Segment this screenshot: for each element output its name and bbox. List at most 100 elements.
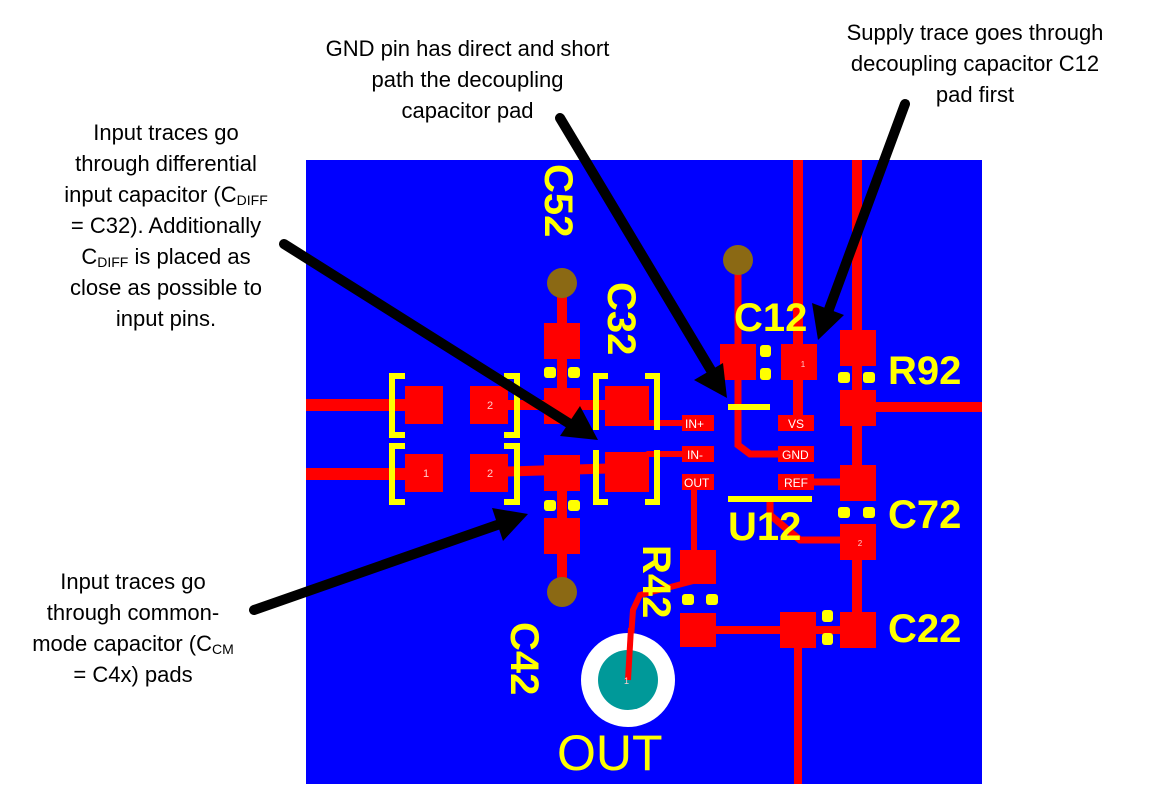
u12-pin-vs: [778, 415, 814, 431]
annotation-arrows: [249, 99, 910, 615]
annotation-cm-line-1: Input traces go: [60, 569, 206, 594]
via-c42: [547, 577, 577, 607]
silkscreen-dots: [544, 345, 875, 645]
annotation-diff-line-5-sub: DIFF: [97, 254, 129, 270]
c42-dot-1: [544, 500, 556, 511]
annotation-cm-line-2: through common-: [46, 600, 220, 625]
annotation-gnd-pin: GND pin has direct and short path the de…: [295, 33, 640, 126]
label-c72: C72: [888, 493, 961, 537]
trace-u12-c72: [766, 500, 857, 544]
connector-pad-number-top: 2: [487, 400, 493, 412]
connector-pad-number-bottom: 1: [423, 468, 429, 480]
annotation-cm-line-3-main: mode capacitor (C: [32, 631, 212, 656]
c52-dot-1: [544, 367, 556, 378]
pin-label-out: OUT: [684, 476, 710, 490]
copper-pads: [405, 323, 876, 648]
annotation-cm-line-3: mode capacitor (CCM: [0, 628, 266, 659]
testpoint-number: 1: [624, 676, 629, 686]
label-r92: R92: [888, 349, 961, 393]
annotation-supply-line-3: pad first: [935, 82, 1015, 107]
c42-pad-bottom: [544, 518, 580, 554]
c12-dot-1: [760, 345, 771, 357]
annotation-diff-line-2: through differential: [75, 151, 257, 176]
r92-dot-2: [863, 372, 875, 383]
annotation-gnd-line-3: capacitor pad: [401, 98, 534, 123]
silkscreen-outlines: [389, 373, 812, 505]
connector-outline-right-top: [504, 373, 520, 438]
u12-pin-gnd: [778, 446, 814, 462]
annotation-diff-line-4: = C32). Additionally: [70, 213, 262, 238]
u12-pin-in-minus: [682, 446, 714, 462]
via-c52: [547, 268, 577, 298]
c52-dot-2: [568, 367, 580, 378]
c32-outline-top-r: [645, 373, 660, 430]
connector-pad-1: [405, 454, 443, 492]
connector-pad-2: [405, 386, 443, 424]
c32-outline-bottom: [593, 450, 608, 505]
arrow-diff-shaft: [279, 239, 575, 429]
label-c52: C52: [536, 164, 580, 237]
annotation-diff-line-5-main: C: [81, 244, 98, 269]
pin-label-in-plus: IN+: [685, 417, 704, 431]
label-r42: R42: [634, 545, 678, 618]
c72-pad-top: [840, 465, 876, 501]
annotation-cm-line-4: = C4x) pads: [73, 662, 193, 687]
c72-pad-bottom: [840, 524, 876, 560]
arrow-cm-head: [492, 508, 528, 541]
connector-outline-bottom: [389, 443, 405, 505]
c12-pad-left: [720, 344, 756, 380]
annotation-diff-line-3-sub: DIFF: [236, 192, 268, 208]
pin-label-gnd: GND: [782, 448, 809, 462]
silkscreen-designators: C52 C32 C12 R92 C72 U12 R42 C22 C42 OUT: [502, 164, 961, 781]
connector-outline-top: [389, 373, 405, 438]
testpoint-trace: [625, 627, 634, 681]
label-out: OUT: [557, 725, 663, 781]
arrow-cm-shaft: [249, 519, 505, 615]
c72-dot-2: [863, 507, 875, 518]
r42-pad-bottom: [680, 613, 716, 647]
c22-dot-1: [822, 610, 833, 622]
arrow-gnd-head: [694, 363, 727, 398]
r92-dot-1: [838, 372, 850, 383]
annotation-supply-trace: Supply trace goes through decoupling cap…: [815, 17, 1135, 110]
annotation-diff-line-3-main: input capacitor (C: [64, 182, 237, 207]
annotation-diff-line-5: CDIFF is placed as: [20, 241, 312, 272]
annotation-input-cm: Input traces go through common- mode cap…: [0, 566, 266, 690]
resistor-pad-bottom: [470, 454, 508, 492]
c52-pad-top: [544, 323, 580, 359]
annotation-diff-line-6: close as possible to: [70, 275, 262, 300]
c42-pad-top: [544, 455, 580, 491]
annotation-gnd-line-1: GND pin has direct and short: [325, 36, 610, 61]
label-c42: C42: [502, 622, 546, 695]
c72-pad-number: 2: [858, 539, 863, 548]
label-c22: C22: [888, 607, 961, 651]
annotation-input-diff: Input traces go through differential inp…: [20, 117, 312, 334]
pin-label-vs: VS: [788, 417, 804, 431]
arrow-supply-shaft: [823, 99, 910, 317]
annotation-gnd-line-2: path the decoupling: [371, 67, 564, 92]
c32-outline-bottom-r: [645, 450, 660, 505]
annotation-supply-line-1: Supply trace goes through: [846, 20, 1104, 45]
pin-labels: IN+ IN- OUT VS GND REF: [684, 417, 809, 490]
u12-pin-ref: [778, 474, 814, 490]
r42-pad-top: [680, 550, 716, 584]
annotation-cm-line-3-sub: CM: [211, 641, 234, 657]
u12-pin-out: [682, 474, 714, 490]
u12-pin-in-plus: [682, 415, 714, 431]
resistor-pad-number-bottom: 2: [487, 468, 493, 480]
c22-pad-right: [840, 612, 876, 648]
c22-dot-2: [822, 633, 833, 645]
arrow-supply-head: [812, 303, 844, 340]
arrow-gnd-shaft: [555, 113, 717, 377]
c32-pad-bottom: [605, 452, 649, 492]
vias: [547, 245, 753, 607]
arrow-diff-head: [560, 406, 598, 440]
c72-dot-1: [838, 507, 850, 518]
pin-label-ref: REF: [784, 476, 808, 490]
r42-dot-1: [682, 594, 694, 605]
annotation-diff-line-7: input pins.: [115, 306, 217, 331]
pad-numbers: 2 1 2 1 2: [423, 360, 863, 548]
r42-dot-2: [706, 594, 718, 605]
c12-pad-right: [781, 344, 817, 380]
